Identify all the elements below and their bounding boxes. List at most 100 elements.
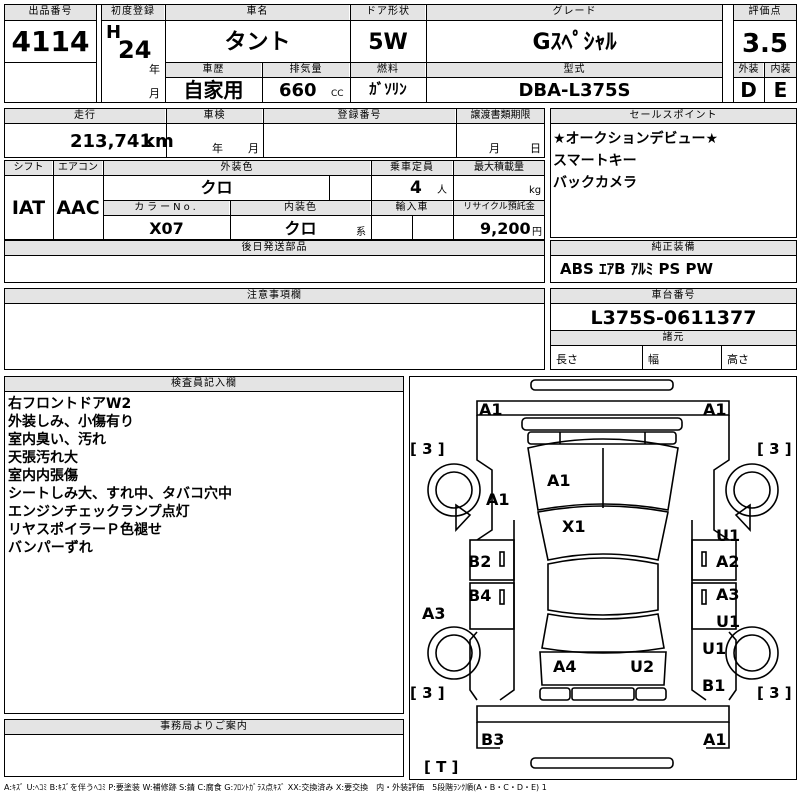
exterior-color-label: 外装色 bbox=[220, 162, 254, 173]
displacement-label: 排気量 bbox=[289, 64, 323, 75]
interior-grade-label: 内装 bbox=[770, 64, 791, 75]
exterior-grade: D bbox=[740, 78, 757, 102]
inspector-note: シートしみ大、すれ中、タバコ穴中 bbox=[8, 486, 232, 502]
selling-point: スマートキー bbox=[553, 153, 637, 169]
interior-color: クロ bbox=[284, 219, 317, 238]
capacity: 4 bbox=[410, 178, 422, 198]
mark-right-quarter: B1 bbox=[702, 676, 725, 695]
history: 自家用 bbox=[183, 78, 244, 102]
fuel-label: 燃料 bbox=[377, 64, 399, 75]
inspector-notes: 右フロントドアW2 外装しみ、小傷有り 室内臭い、汚れ 天張汚れ大 室内内張傷 … bbox=[8, 395, 232, 557]
max-load-unit: kg bbox=[529, 185, 542, 196]
notes-block bbox=[4, 288, 545, 370]
month-unit: 月 bbox=[149, 87, 160, 100]
import-label: 輸入車 bbox=[395, 202, 429, 213]
inspection-month-unit: 月 bbox=[248, 142, 259, 155]
car-name-label: 車名 bbox=[246, 6, 269, 17]
condition-diagram-frame bbox=[409, 376, 797, 780]
max-load-label: 最大積載量 bbox=[474, 162, 524, 173]
car-name: タント bbox=[224, 30, 291, 55]
chassis-block bbox=[550, 288, 797, 370]
tire-front-left: [ 3 ] bbox=[410, 440, 445, 458]
mark-right-rear-door-upper: A3 bbox=[716, 585, 740, 604]
mark-right-front-door: A2 bbox=[716, 552, 740, 571]
model-label: 型式 bbox=[563, 64, 586, 75]
registration-number-label: 登録番号 bbox=[337, 110, 382, 121]
tire-front-right: [ 3 ] bbox=[757, 440, 792, 458]
score-label: 評価点 bbox=[748, 6, 782, 17]
transfer-day-unit: 日 bbox=[530, 142, 541, 155]
later-parts-label: 後日発送部品 bbox=[241, 242, 308, 253]
mark-right-rear-door: U1 bbox=[716, 612, 740, 631]
inspector-note: リヤスポイラーＰ色褪せ bbox=[8, 522, 162, 538]
equipment-label: 純正装備 bbox=[651, 242, 696, 253]
mark-right-front-door-upper: U1 bbox=[716, 526, 740, 545]
mark-windshield: X1 bbox=[562, 517, 585, 536]
inspector-note: 室内内張傷 bbox=[8, 468, 78, 484]
car-condition-diagram: A1 A1 A1 A1 X1 U1 A2 B2 B4 A3 U1 A3 U1 A… bbox=[410, 379, 792, 776]
displacement-unit: CC bbox=[331, 89, 344, 99]
aircon-label: エアコン bbox=[58, 162, 98, 173]
exterior-grade-label: 外装 bbox=[738, 64, 759, 75]
model-code: DBA-L375S bbox=[518, 80, 631, 101]
mileage: 213,741 bbox=[70, 131, 152, 152]
capacity-label: 乗車定員 bbox=[390, 162, 434, 173]
chassis-number-label: 車台番号 bbox=[651, 290, 696, 301]
recycle-deposit-unit: 円 bbox=[532, 227, 542, 238]
mark-front-bumper-left: A1 bbox=[479, 400, 503, 419]
shift: IAT bbox=[11, 197, 46, 219]
door-type-label: ドア形状 bbox=[366, 6, 410, 17]
aircon: AAC bbox=[56, 197, 100, 219]
displacement: 660 bbox=[279, 80, 317, 101]
grade-label: グレード bbox=[552, 6, 597, 17]
tire-rear-left: [ 3 ] bbox=[410, 684, 445, 702]
office-notice-label: 事務局よりご案内 bbox=[160, 721, 248, 732]
mark-left-rear-door: B4 bbox=[468, 586, 491, 605]
mark-left-quarter: A3 bbox=[422, 604, 446, 623]
transfer-month-unit: 月 bbox=[489, 142, 500, 155]
era: H bbox=[106, 22, 122, 43]
selling-points-label: セールスポイント bbox=[629, 110, 718, 121]
inspector-notes-block bbox=[4, 376, 404, 714]
mark-front-fender-left: A1 bbox=[486, 490, 510, 509]
office-notice-block bbox=[4, 719, 404, 777]
mileage-unit: km bbox=[143, 131, 174, 152]
equipment: ABS ｴｱB ｱﾙﾐ PS PW bbox=[560, 260, 714, 278]
inspector-note: 室内臭い、汚れ bbox=[8, 432, 106, 448]
mark-left-front-door: B2 bbox=[468, 552, 491, 571]
lot-number-label: 出品番号 bbox=[28, 6, 73, 17]
notes-label: 注意事項欄 bbox=[247, 290, 302, 301]
mark-rear-bumper-left: B3 bbox=[481, 730, 504, 749]
length-label: 長さ bbox=[556, 353, 578, 366]
inspector-note: エンジンチェックランプ点灯 bbox=[8, 504, 190, 520]
width-label: 幅 bbox=[648, 353, 659, 366]
inspector-note: 天張汚れ大 bbox=[8, 450, 78, 466]
lot-number: 4114 bbox=[11, 25, 90, 58]
inspector-notes-label: 検査員記入欄 bbox=[171, 378, 237, 389]
equipment-block bbox=[550, 240, 797, 283]
later-parts-block bbox=[4, 240, 545, 283]
mileage-block bbox=[4, 108, 545, 158]
specs-label: 諸元 bbox=[662, 332, 685, 343]
mark-front-bumper-right: A1 bbox=[703, 400, 727, 419]
inspection-label: 車検 bbox=[203, 110, 226, 121]
inspection-year-unit: 年 bbox=[212, 142, 223, 155]
recycle-deposit: 9,200 bbox=[480, 219, 531, 238]
inspector-note: 外装しみ、小傷有り bbox=[8, 414, 134, 430]
tire-rear-right: [ 3 ] bbox=[757, 684, 792, 702]
transfer-deadline-label: 譲渡書類期限 bbox=[470, 110, 531, 121]
interior-color-label: 内装色 bbox=[284, 202, 317, 213]
registration-year: 24 bbox=[118, 36, 152, 64]
door-type: 5W bbox=[368, 30, 408, 55]
interior-grade: E bbox=[773, 78, 788, 102]
interior-color-unit: 系 bbox=[356, 227, 366, 238]
year-unit: 年 bbox=[149, 63, 160, 76]
selling-points-block bbox=[550, 108, 797, 238]
shift-label: シフト bbox=[13, 162, 44, 173]
recycle-deposit-label: リサイクル預託金 bbox=[463, 202, 535, 212]
damage-legend: A:ｷｽﾞ U:ﾍｺﾐ B:ｷｽﾞを伴うﾍｺﾐ P:要塗装 W:補修跡 S:錆 … bbox=[4, 783, 547, 792]
grade: Gｽﾍﾟｼｬﾙ bbox=[532, 30, 617, 55]
history-label: 車歴 bbox=[202, 64, 225, 75]
score: 3.5 bbox=[741, 29, 789, 59]
fuel: ｶﾞｿﾘﾝ bbox=[369, 80, 407, 98]
